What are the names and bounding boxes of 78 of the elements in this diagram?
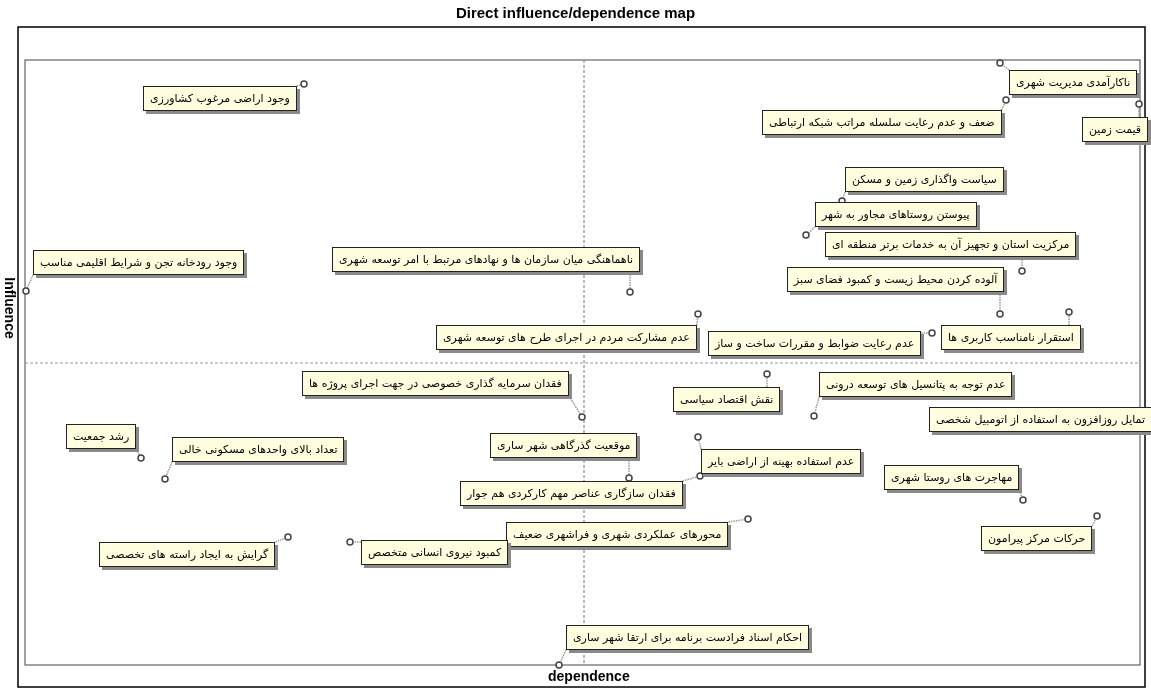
leader-line (1091, 518, 1097, 527)
axis-label: dependence (548, 668, 630, 684)
variable-label: عدم استفاده بهینه از اراضی بایر (701, 449, 862, 474)
variable-label: مرکزیت استان و تجهیز آن به خدمات برتر منطقه ای (825, 232, 1077, 257)
leader-line (727, 518, 746, 523)
variable-label: فقدان سرمایه گذاری خصوصی در جهت اجرای پروژه ها (302, 371, 569, 396)
variable-label: رشد جمعیت (66, 424, 137, 449)
data-point (838, 197, 846, 205)
data-point (137, 454, 145, 462)
variable-label: کمبود نیروی انسانی متخصص (361, 540, 509, 565)
leader-line (352, 541, 362, 543)
leader-line (842, 191, 846, 199)
leader-line (696, 316, 699, 326)
data-point (1093, 512, 1101, 520)
variable-label: عدم رعایت ضوابط و مقررات ساخت و ساز (708, 331, 922, 356)
data-point (161, 475, 169, 483)
leader-line (26, 274, 34, 289)
data-point (1065, 308, 1073, 316)
variable-label: ناهماهنگی میان سازمان ها و نهادهای مرتبط با امر توسعه شهری (332, 247, 641, 272)
variable-label: آلوده کردن محیط زیست و کمبود فضای سبز (787, 267, 1005, 292)
data-point (1002, 96, 1010, 104)
leader-line (165, 461, 173, 477)
data-point (763, 370, 771, 378)
data-point (1018, 267, 1026, 275)
data-point (928, 329, 936, 337)
variable-label: نقش اقتصاد سیاسی (673, 387, 781, 412)
data-point (694, 310, 702, 318)
data-point (300, 80, 308, 88)
variable-label: سیاست واگذاری زمین و مسکن (845, 167, 1004, 192)
variable-label: استقرار نامناسب کاربری ها (941, 325, 1081, 350)
variable-label: پیوستن روستاهای مجاور به شهر (815, 202, 977, 227)
leader-line (681, 476, 698, 482)
data-point (996, 59, 1004, 67)
variable-label: مهاجرت های روستا شهری (884, 465, 1020, 490)
variable-label: فقدان سازگاری عناصر مهم کارکردی هم جوار (460, 481, 683, 506)
leader-line (807, 226, 816, 234)
variable-label: احکام اسناد فرادست برنامه برای ارتقا شهر ساری (566, 625, 810, 650)
data-point (626, 288, 634, 296)
data-point (694, 433, 702, 441)
data-point (802, 231, 810, 239)
leader-line (1000, 102, 1006, 111)
data-point (696, 472, 704, 480)
leader-line (1068, 314, 1070, 326)
variable-label: تمایل روزافزون به استفاده از اتومبیل شخصی (929, 407, 1151, 432)
variable-label: تعداد بالای واحدهای مسکونی خالی (172, 437, 345, 462)
data-point (1019, 496, 1027, 504)
variable-label: گرایش به ایجاد راسته های تخصصی (99, 542, 276, 567)
variable-label: ضعف و عدم رعایت سلسله مراتب شبکه ارتباطی (762, 110, 1002, 135)
leader-line (296, 84, 302, 87)
leader-line (1002, 64, 1010, 71)
variable-label: ناکارآمدی مدیریت شهری (1009, 70, 1138, 95)
chart-title: Direct influence/dependence map (454, 4, 697, 21)
variable-label: موقعیت گذرگاهی شهر ساری (490, 433, 638, 458)
variable-label: عدم مشارکت مردم در اجرای طرح های توسعه شهری (436, 325, 697, 350)
variable-label: وجود اراضی مرغوب کشاورزی (143, 86, 297, 111)
variable-label: قیمت زمین (1082, 117, 1149, 142)
leader-line (698, 439, 702, 450)
data-point (555, 661, 563, 669)
data-point (810, 412, 818, 420)
data-point (744, 515, 752, 523)
leader-line (1138, 106, 1140, 118)
data-point (22, 287, 30, 295)
leader-line (274, 537, 286, 543)
leader-line (920, 332, 930, 334)
data-point (284, 533, 292, 541)
variable-label: وجود رودخانه تجن و شرایط اقلیمی مناسب (33, 250, 245, 275)
variable-label: محورهای عملکردی شهری و فراشهری ضعیف (506, 522, 729, 547)
data-point (346, 538, 354, 546)
axis-label: Influence (1, 277, 18, 339)
variable-label: عدم توجه به پتانسیل های توسعه درونی (819, 372, 1013, 397)
leader-line (559, 649, 567, 663)
leader-line (766, 376, 768, 388)
data-point (625, 474, 633, 482)
data-point (996, 310, 1004, 318)
variable-label: حرکات مرکز پیرامون (981, 526, 1093, 551)
leader-line (814, 396, 820, 414)
data-point (1135, 100, 1143, 108)
data-point (578, 413, 586, 421)
